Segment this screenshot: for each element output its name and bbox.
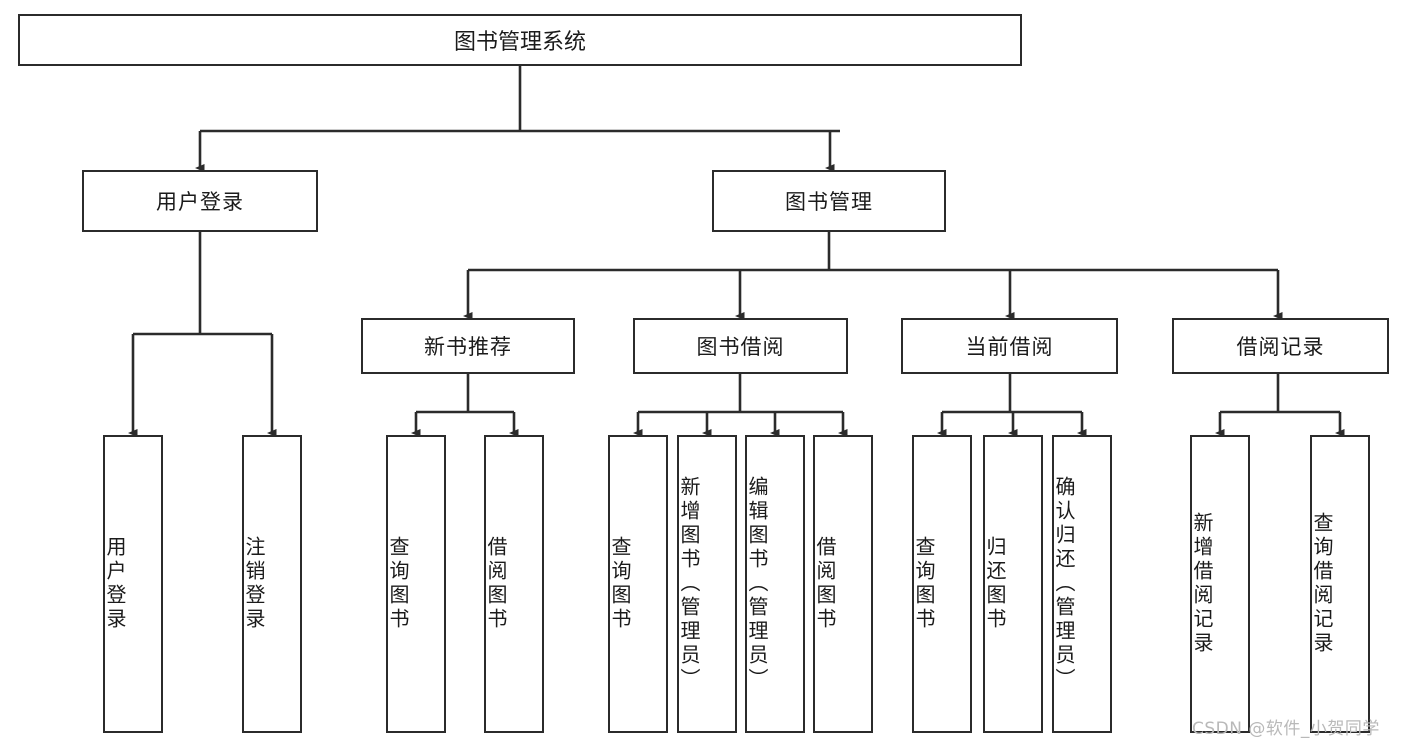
leaf-user-login[interactable]: 用户登录 — [103, 435, 163, 733]
node-label: 查询图书 — [386, 536, 410, 632]
leaf-br-add-record[interactable]: 新增借阅记录 — [1190, 435, 1250, 733]
node-label: 新书推荐 — [424, 335, 512, 359]
leaf-bb-edit-book[interactable]: 编辑图书（管理员） — [745, 435, 805, 733]
watermark-text: CSDN @软件_小贺同学 — [1192, 719, 1380, 739]
node-root-system[interactable]: 图书管理系统 — [18, 14, 1022, 66]
leaf-user-logout[interactable]: 注销登录 — [242, 435, 302, 733]
node-label: 图书借阅 — [696, 335, 785, 359]
node-label: 注销登录 — [242, 536, 266, 632]
node-new-book-recommend[interactable]: 新书推荐 — [361, 318, 575, 374]
node-current-borrow[interactable]: 当前借阅 — [901, 318, 1118, 374]
node-label: 图书管理 — [785, 190, 873, 214]
node-label: 查询借阅记录 — [1310, 512, 1334, 656]
node-label: 用户登录 — [103, 536, 127, 632]
node-label: 确认归还（管理员） — [1052, 476, 1076, 692]
node-label: 当前借阅 — [965, 335, 1054, 359]
node-label: 借阅记录 — [1236, 335, 1325, 359]
node-label: 编辑图书（管理员） — [745, 476, 769, 692]
node-label: 借阅图书 — [484, 536, 508, 632]
node-label: 图书管理系统 — [453, 30, 586, 55]
node-label: 借阅图书 — [813, 536, 837, 632]
leaf-cb-query-book[interactable]: 查询图书 — [912, 435, 972, 733]
node-user-login[interactable]: 用户登录 — [82, 170, 318, 232]
node-borrow-record[interactable]: 借阅记录 — [1172, 318, 1389, 374]
leaf-bb-add-book[interactable]: 新增图书（管理员） — [677, 435, 737, 733]
leaf-nbr-borrow-book[interactable]: 借阅图书 — [484, 435, 544, 733]
leaf-cb-confirm-return[interactable]: 确认归还（管理员） — [1052, 435, 1112, 733]
node-book-management[interactable]: 图书管理 — [712, 170, 946, 232]
leaf-bb-query-book[interactable]: 查询图书 — [608, 435, 668, 733]
node-label: 查询图书 — [912, 536, 936, 632]
leaf-bb-borrow-book[interactable]: 借阅图书 — [813, 435, 873, 733]
node-label: 查询图书 — [608, 536, 632, 632]
node-label: 新增借阅记录 — [1190, 512, 1214, 656]
node-book-borrow[interactable]: 图书借阅 — [633, 318, 848, 374]
leaf-cb-return-book[interactable]: 归还图书 — [983, 435, 1043, 733]
leaf-nbr-query-book[interactable]: 查询图书 — [386, 435, 446, 733]
node-label: 归还图书 — [983, 536, 1007, 632]
leaf-br-query-record[interactable]: 查询借阅记录 — [1310, 435, 1370, 733]
node-label: 用户登录 — [156, 190, 244, 214]
node-label: 新增图书（管理员） — [677, 476, 701, 692]
